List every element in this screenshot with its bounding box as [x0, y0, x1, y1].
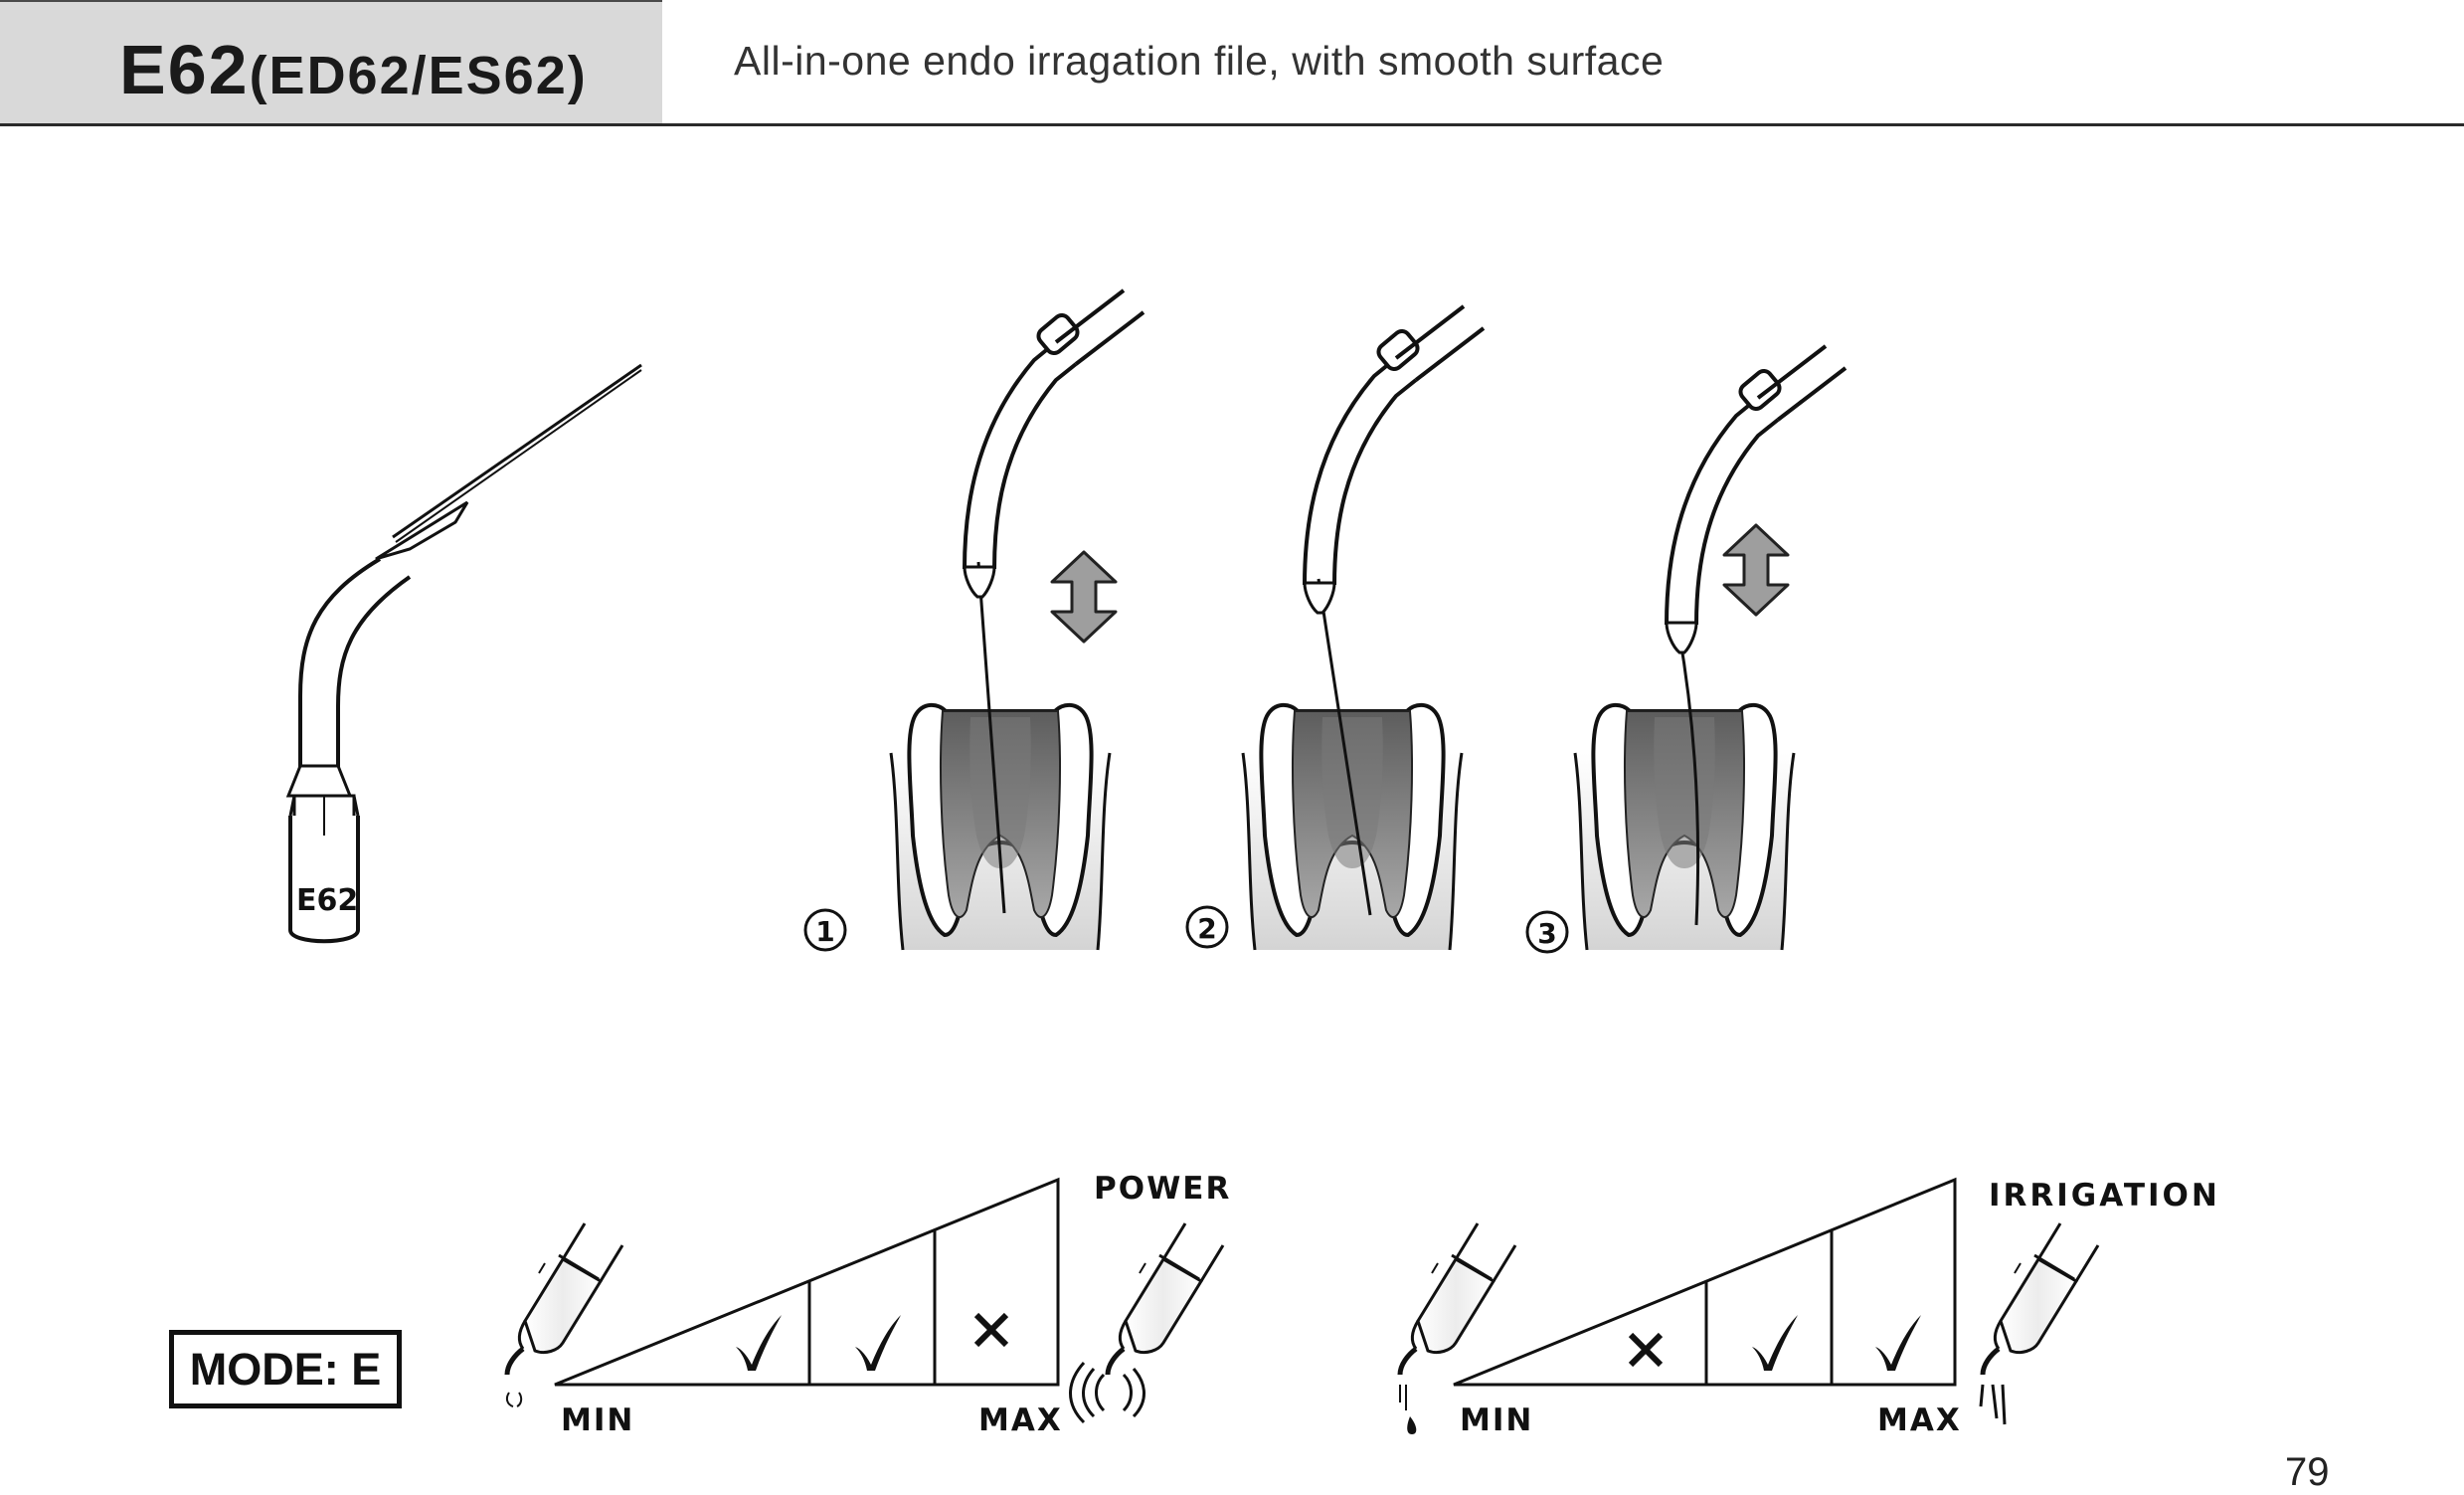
handpiece-high-irrigation-icon	[1983, 1223, 2098, 1375]
file-needle	[1676, 628, 1700, 926]
check-icon	[736, 1315, 782, 1371]
mode-indicator: MODE: E	[169, 1330, 402, 1408]
model-variants: (ED62/ES62)	[249, 46, 588, 105]
step-number: 3	[1537, 917, 1556, 950]
check-icon	[1752, 1315, 1798, 1371]
step-2-illustration: 2	[1185, 304, 1486, 952]
up-down-arrow-icon	[1050, 550, 1118, 644]
header-title-box: E62(ED62/ES62)	[0, 0, 662, 124]
file-needle	[976, 561, 1006, 914]
power-title: POWER	[1094, 1171, 1231, 1207]
file-needle	[1317, 578, 1372, 916]
step-1-illustration: 1	[803, 288, 1145, 952]
page-number: 79	[2285, 1450, 2330, 1494]
irrigation-max-label: MAX	[1877, 1402, 1962, 1438]
power-wedge	[554, 1177, 1060, 1387]
handpiece-low-irrigation-icon	[1400, 1223, 1515, 1375]
power-scale: POWER MIN MAX	[507, 1171, 1231, 1438]
water-drop-icon	[1407, 1416, 1417, 1434]
irrigation-wedge	[1453, 1177, 1957, 1387]
irrigation-min-label: MIN	[1460, 1402, 1533, 1438]
cross-icon	[1628, 1332, 1664, 1368]
page-title: E62(ED62/ES62)	[119, 30, 588, 109]
handpiece-high-power-icon	[1108, 1223, 1223, 1375]
handpiece-low-power-icon	[507, 1223, 622, 1375]
e62-tip-illustration: E62	[285, 363, 642, 944]
vibration-icon	[1069, 1361, 1145, 1424]
model-name: E62	[119, 31, 250, 108]
up-down-arrow-icon	[1722, 523, 1790, 617]
header-rule	[0, 123, 2464, 126]
check-icon	[855, 1315, 901, 1371]
step-3-illustration: 3	[1525, 344, 1848, 954]
step-number-badge	[1185, 905, 1229, 949]
water-stream-icon	[1979, 1384, 2007, 1425]
step-number: 2	[1197, 912, 1216, 945]
step-number-badge	[1525, 910, 1569, 954]
power-min-label: MIN	[561, 1402, 634, 1438]
file-needle	[392, 363, 642, 539]
irrigation-title: IRRIGATION	[1989, 1178, 2220, 1214]
product-description: All-in-one endo irragation file, with sm…	[734, 38, 1665, 84]
step-number-badge	[803, 908, 847, 952]
tip-label: E62	[296, 883, 358, 918]
cross-icon	[973, 1312, 1009, 1348]
irrigation-scale: IRRIGATION MIN MAX	[1400, 1177, 2220, 1438]
check-icon	[1875, 1315, 1921, 1371]
power-max-label: MAX	[978, 1402, 1063, 1438]
step-number: 1	[815, 915, 834, 948]
